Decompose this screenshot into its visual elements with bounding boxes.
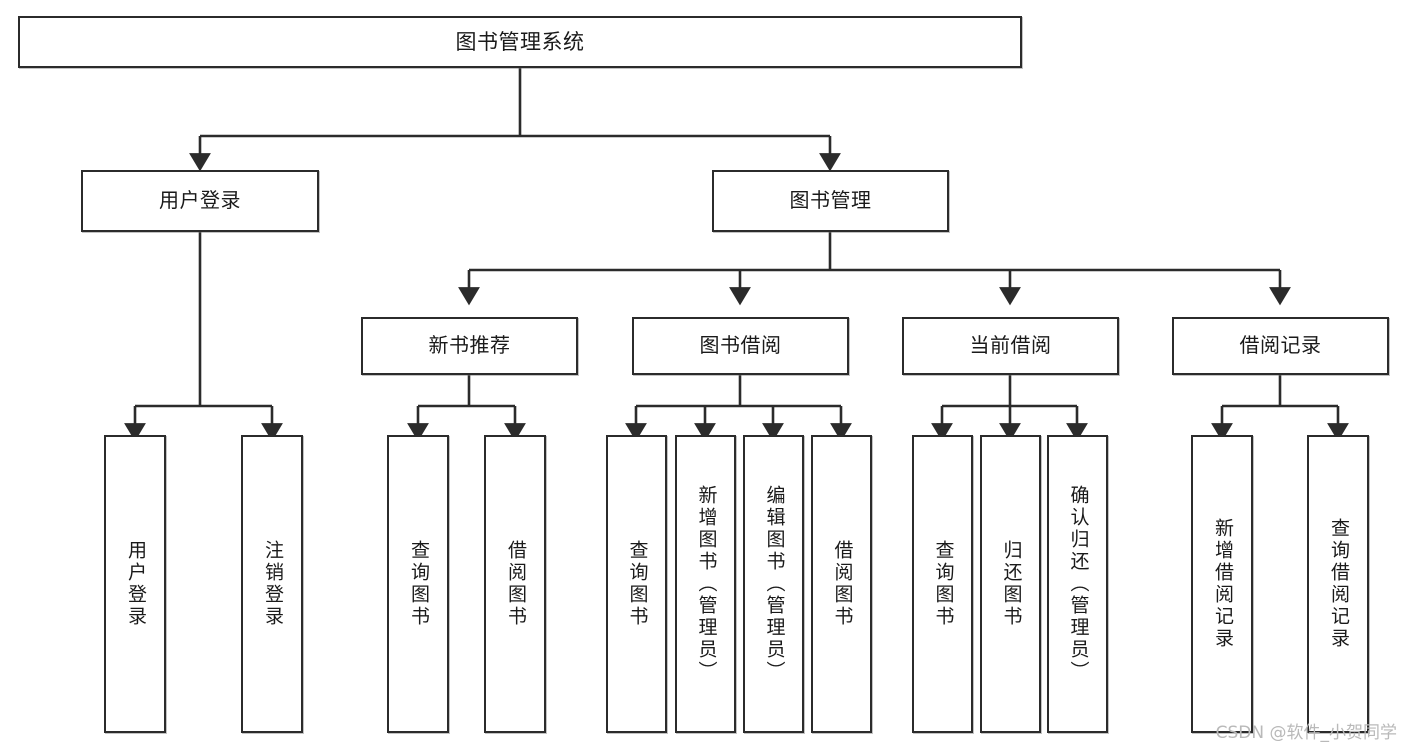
node-label: 新增图书（管理员） [695,485,718,683]
level3-node-2[interactable]: 当前借阅 [902,317,1119,375]
level2-node-0[interactable]: 用户登录 [81,170,319,232]
level3-node-1[interactable]: 图书借阅 [632,317,849,375]
node-label: 编辑图书（管理员） [763,485,786,683]
node-label: 图书管理系统 [455,29,585,54]
leaf-node-6[interactable]: 编辑图书（管理员） [743,435,804,733]
node-label: 借阅记录 [1239,333,1322,358]
node-label: 确认归还（管理员） [1067,485,1090,683]
node-label: 查询图书 [407,540,430,628]
leaf-node-0[interactable]: 用户登录 [104,435,166,733]
node-label: 图书借阅 [699,333,782,358]
leaf-node-3[interactable]: 借阅图书 [484,435,546,733]
leaf-node-10[interactable]: 确认归还（管理员） [1047,435,1108,733]
node-label: 当前借阅 [969,333,1052,358]
leaf-node-11[interactable]: 新增借阅记录 [1191,435,1253,733]
node-label: 借阅图书 [504,540,527,628]
node-label: 查询图书 [932,540,955,628]
node-label: 注销登录 [261,540,284,628]
level3-node-3[interactable]: 借阅记录 [1172,317,1389,375]
node-label: 用户登录 [159,188,241,213]
node-label: 查询图书 [626,540,649,628]
leaf-node-5[interactable]: 新增图书（管理员） [675,435,736,733]
level2-node-1[interactable]: 图书管理 [712,170,949,232]
node-label: 借阅图书 [831,540,854,628]
leaf-node-8[interactable]: 查询图书 [912,435,973,733]
root-node[interactable]: 图书管理系统 [18,16,1022,68]
leaf-node-12[interactable]: 查询借阅记录 [1307,435,1369,733]
node-label: 新书推荐 [428,333,511,358]
level3-node-0[interactable]: 新书推荐 [361,317,578,375]
leaf-node-9[interactable]: 归还图书 [980,435,1041,733]
node-label: 图书管理 [789,188,872,213]
leaf-node-1[interactable]: 注销登录 [241,435,303,733]
node-label: 用户登录 [124,540,147,628]
node-label: 新增借阅记录 [1211,518,1234,650]
leaf-node-2[interactable]: 查询图书 [387,435,449,733]
node-label: 查询借阅记录 [1327,518,1350,650]
node-label: 归还图书 [1000,540,1023,628]
leaf-node-4[interactable]: 查询图书 [606,435,667,733]
leaf-node-7[interactable]: 借阅图书 [811,435,872,733]
